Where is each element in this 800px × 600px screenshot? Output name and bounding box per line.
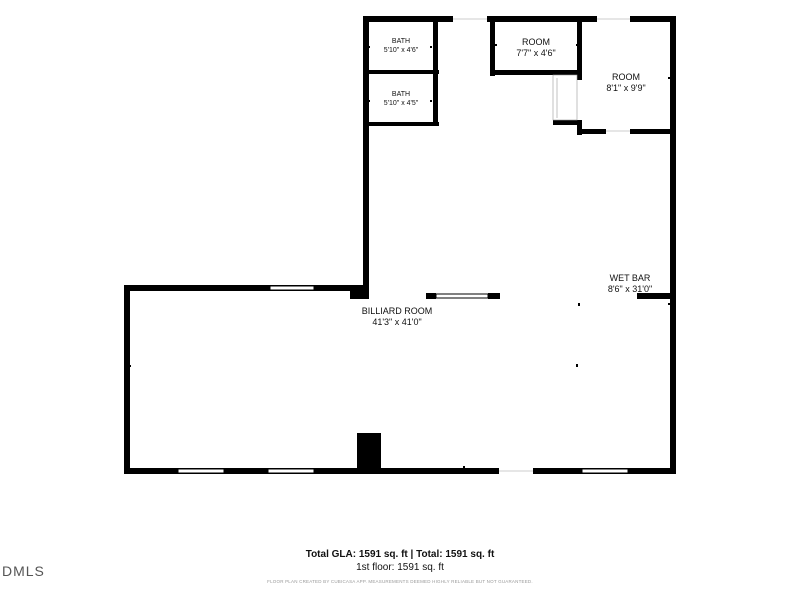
room-name: ROOM <box>522 37 550 47</box>
room-dimensions: 8'6" x 31'0" <box>607 284 653 295</box>
room-dimensions: 41'3" x 41'0" <box>372 317 422 328</box>
room-name: WET BAR <box>609 273 651 283</box>
room-dimensions: 8'1" x 9'9" <box>606 83 646 94</box>
total-area-summary: Total GLA: 1591 sq. ft | Total: 1591 sq.… <box>305 549 495 560</box>
room-name: BATH <box>391 38 411 45</box>
room-label-bath-2: BATH 5'10" x 4'5" <box>369 91 433 109</box>
room-label-room-1: ROOM 7'7" x 4'6" <box>495 37 577 60</box>
room-dimensions: 7'7" x 4'6" <box>516 48 556 59</box>
room-name: BILLIARD ROOM <box>361 306 433 316</box>
room-dimensions: 5'10" x 4'6" <box>383 46 419 54</box>
room-label-wet-bar: WET BAR 8'6" x 31'0" <box>590 273 670 296</box>
room-label-room-2: ROOM 8'1" x 9'9" <box>582 72 670 95</box>
room-dimensions: 5'10" x 4'5" <box>383 99 419 107</box>
room-label-billiard-room: BILLIARD ROOM 41'3" x 41'0" <box>337 306 457 329</box>
mls-logo: DMLS <box>2 563 45 579</box>
floor-area-summary: 1st floor: 1591 sq. ft <box>356 562 444 573</box>
room-name: ROOM <box>612 72 640 82</box>
disclaimer-text: FLOOR PLAN CREATED BY CUBICASA APP. MEAS… <box>267 579 533 584</box>
windows <box>177 285 629 474</box>
room-label-bath-1: BATH 5'10" x 4'6" <box>369 38 433 56</box>
door-openings <box>453 18 630 472</box>
wall-markers <box>129 44 670 468</box>
room-name: BATH <box>391 91 411 98</box>
